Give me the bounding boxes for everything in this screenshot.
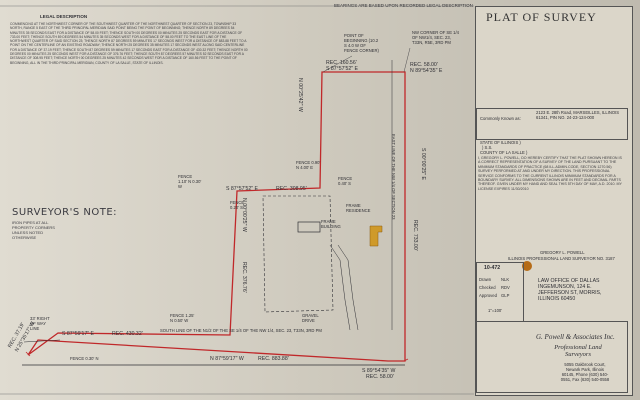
- surveyors-note-text: IRON PIPES AT ALL PROPERTY CORNERS UNLES…: [12, 220, 55, 240]
- state-label: STATE OF ILLINOIS ): [480, 140, 521, 145]
- gravel-label: GRAVEL DRIVE: [302, 313, 319, 323]
- address-box: [476, 108, 628, 140]
- license-text: ILLINOIS PROFESSIONAL LAND SURVEYOR NO. …: [508, 256, 615, 261]
- fence-line: [262, 195, 334, 313]
- rec-430-label: REC. 430.32': [112, 331, 143, 337]
- legal-description-text: COMMENCING AT THE NORTHWEST CORNER OF TH…: [10, 22, 248, 65]
- project-number: 10-472: [484, 265, 501, 271]
- frame-building-label: FRAME BUILDING: [321, 219, 341, 229]
- drawn-value: NLK: [501, 277, 510, 282]
- property-boundary: [27, 71, 406, 362]
- firm-box: [476, 321, 628, 393]
- scale-value: 1"=100': [488, 308, 503, 313]
- legal-description-title: LEGAL DESCRIPTION: [40, 14, 88, 19]
- vert-733-bearing: S 00°00'25" E: [420, 148, 426, 181]
- known-as-label: Commonly Known as:: [480, 116, 521, 121]
- frame-residence: [369, 225, 383, 247]
- brg-430-label: S 87°59'17" E: [62, 331, 95, 337]
- rec-883-label: REC. 883.88': [258, 356, 289, 362]
- fence-110-label: FENCE 1.10' N 0.30' W: [178, 174, 202, 189]
- frame-building: [297, 221, 321, 233]
- fence-030-label: FENCE 0.30' N: [70, 356, 99, 361]
- fence-020-label: FENCE 0.20' S: [230, 200, 245, 210]
- north-bearing-label: N 89°54'35" E: [410, 68, 443, 74]
- rec-308-label: REC. 308.95': [276, 186, 307, 192]
- surveyors-note-title: SURVEYOR'S NOTE:: [12, 207, 118, 218]
- brg-bottom-label: S 89°54'35" W: [362, 368, 396, 374]
- fence-090-label: FENCE 0.90' N 4.00' E: [296, 160, 321, 170]
- surveyor-name: GREGORY L. POWELL: [540, 250, 585, 255]
- client-text: LAW OFFICE OF DALLAS INGEMUNSON, 124 E. …: [538, 278, 602, 302]
- frame-residence-label: FRAME RESIDENCE: [346, 203, 371, 213]
- vert-376-label: REC. 376.76': [241, 262, 247, 293]
- vert-733-rec: REC. 733.00': [412, 220, 418, 251]
- fence-040e-label: FENCE 0.40' S: [338, 176, 353, 186]
- county-label: COUNTY OF LA SALLE ): [480, 150, 528, 155]
- south-line-label: SOUTH LINE OF THE N1/2 OF THE SE 1/4 OF …: [160, 328, 322, 333]
- certificate-text: I, GREGORY L. POWELL, DO HEREBY CERTIFY …: [478, 156, 622, 191]
- address-text: 2123 E. 28th Road, MARSEILLES, ILLINOIS …: [536, 110, 620, 120]
- firm-address: 5055 Oakbrook Court, Newark Park, Illino…: [560, 362, 610, 382]
- pob-label: POINT OF BEGINNING (10.2 S 4.0 W OF FENC…: [344, 33, 379, 53]
- title-block: [475, 6, 633, 396]
- north-rec-label: REC. 58.00': [410, 62, 438, 68]
- checked-value: RDV: [501, 285, 510, 290]
- rec-bottom-label: REC. 58.00': [366, 374, 394, 380]
- approved-value: GLP: [501, 293, 510, 298]
- fence-125-label: FENCE 1.25' N 0.50' W: [170, 313, 195, 323]
- brg-308-label: S 87°57'52" E: [226, 186, 259, 192]
- rec-160-label: REC. 160.56': [326, 60, 357, 66]
- brg-883-label: N 87°59'17" W: [210, 356, 244, 362]
- plat-title: PLAT OF SURVEY: [486, 10, 597, 24]
- row-label: 33' RIGHT OF WAY LINE: [30, 316, 50, 331]
- east-line-label: EAST LINE OF THE NW 1/4 OF SECTION 23: [391, 134, 396, 220]
- gravel-drive-edge: [337, 244, 359, 331]
- project-box: [476, 262, 524, 322]
- brg-160-label: S 87°57'52" E: [326, 66, 359, 72]
- checked-label: Checked: [479, 285, 496, 290]
- firm-name: G. Powell & Associates Inc.: [536, 333, 615, 341]
- ss-label: ) S.S.: [482, 145, 493, 150]
- gravel-drive: [329, 244, 351, 331]
- bearings-note: BEARINGS ARE BASED UPON RECORDED LEGAL D…: [334, 3, 473, 8]
- orange-stamp: [522, 261, 532, 271]
- nw-corner-label: NW CORNER OF SE 1/4 OF NW1/4, SEC. 23, T…: [412, 30, 459, 45]
- approved-label: Approved: [479, 293, 497, 298]
- vert-376-bearing: N 00°00'25" W: [241, 198, 247, 232]
- firm-subtitle: Professional Land Surveyors: [554, 344, 602, 358]
- drawn-label: Drawn: [479, 277, 492, 282]
- vert-160-label: N 00°25'42" W: [297, 78, 303, 112]
- row-line: [23, 339, 61, 343]
